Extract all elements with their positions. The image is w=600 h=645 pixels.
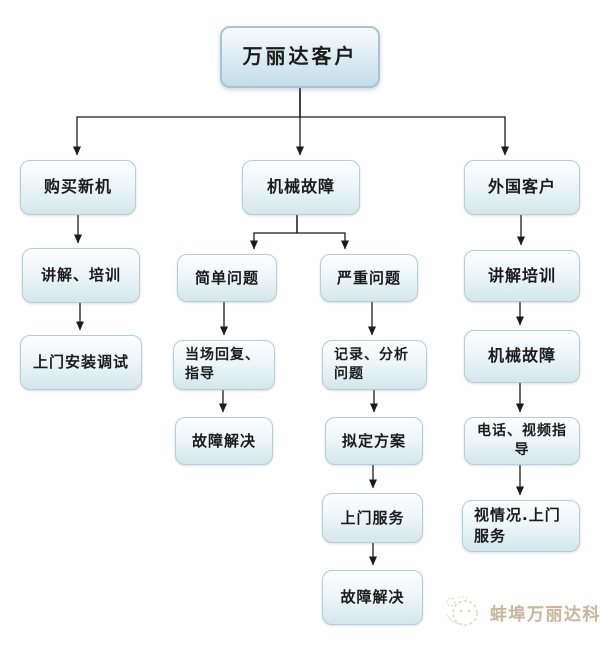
watermark-text: 蚌埠万丽达科技 [490,605,600,625]
flow-node-label: 记录、分析问题 [334,346,409,382]
flow-node-label: 电话、视频指导 [477,422,567,458]
flow-node-situational: 视情况.上门服务 [462,500,580,552]
flow-node-simple: 简单问题 [177,254,277,302]
flow-node-label: 外国客户 [487,177,556,197]
flow-node-label: 拟定方案 [341,431,406,450]
flow-node-foreign: 外国客户 [464,160,580,215]
flow-node-solved1: 故障解决 [175,417,273,465]
flow-node-label: 严重问题 [336,268,401,287]
flow-node-buy_new: 购买新机 [20,160,136,215]
flow-edge-root-foreign [299,88,509,156]
flow-node-label: 讲解培训 [487,265,556,285]
flow-node-install: 上门安装调试 [20,335,142,390]
flow-node-label: 简单问题 [194,268,259,287]
flow-node-mech_r: 机械故障 [464,330,580,383]
flow-node-record: 记录、分析问题 [322,340,427,390]
flow-node-label: 万丽达客户 [242,44,358,69]
flow-node-label: 机械故障 [266,177,335,197]
flow-edge-root-buy_new [73,88,301,156]
flow-node-root: 万丽达客户 [220,26,380,88]
flow-node-train_r: 讲解培训 [464,250,580,302]
flow-node-plan: 拟定方案 [325,417,423,465]
flow-node-label: 上门安装调试 [32,353,129,372]
flow-node-label: 上门服务 [340,508,405,527]
flow-node-label: 讲解、培训 [40,266,121,285]
watermark: 蚌埠万丽达科技 [438,588,600,636]
flow-node-label: 故障解决 [340,588,405,607]
flow-node-phone_video: 电话、视频指导 [464,417,580,465]
flow-node-train_l: 讲解、培训 [22,248,140,303]
flow-node-reply: 当场回复、指导 [173,340,275,390]
flow-node-solved2: 故障解决 [322,570,423,625]
flow-node-label: 视情况.上门服务 [474,506,561,545]
sketch-logo-icon [446,596,478,626]
flow-node-label: 机械故障 [487,346,556,366]
flow-node-label: 当场回复、指导 [185,346,260,382]
flow-node-severe: 严重问题 [320,254,418,302]
flow-node-label: 故障解决 [191,431,256,450]
flow-node-label: 购买新机 [43,177,112,197]
flow-node-onsite_svc: 上门服务 [322,493,423,543]
flow-node-mech_fault: 机械故障 [242,160,360,215]
flow-edge-mech_fault-severe [296,215,349,250]
flow-edge-mech_fault-simple [250,215,298,250]
